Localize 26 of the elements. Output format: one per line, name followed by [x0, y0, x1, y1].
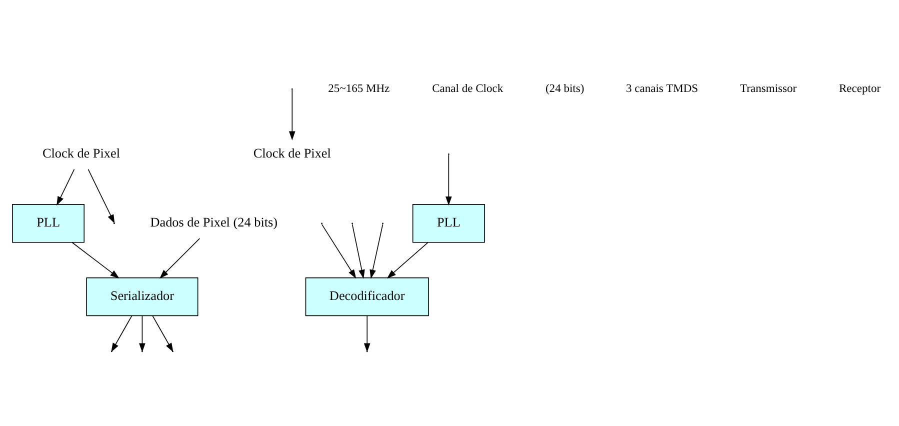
label: (24 bits) — [545, 83, 584, 96]
node-box: PLL — [12, 204, 85, 243]
node-text: Clock de Pixel — [42, 145, 120, 160]
node-box: Serializador — [86, 277, 198, 316]
arrow — [56, 168, 75, 206]
arrow — [370, 224, 384, 279]
arrow — [88, 168, 115, 224]
arrow — [321, 224, 356, 279]
node-box: PLL — [412, 204, 485, 243]
arrow — [288, 90, 296, 140]
arrow — [386, 242, 428, 278]
arrow — [352, 224, 365, 279]
arrow — [446, 154, 452, 206]
label: 25~165 MHz — [328, 83, 390, 96]
node-text: Clock de Pixel — [253, 145, 331, 160]
arrow — [152, 315, 174, 352]
arrow — [160, 238, 200, 279]
node-box: Decodificador — [305, 277, 429, 316]
label: Canal de Clock — [432, 83, 504, 96]
label: Receptor — [838, 83, 881, 96]
label: 3 canais TMDS — [626, 83, 698, 96]
label: Transmissor — [740, 83, 797, 96]
arrow — [72, 242, 120, 278]
arrow — [111, 315, 132, 352]
node-text: Dados de Pixel (24 bits) — [150, 214, 278, 230]
arrow — [139, 315, 146, 352]
